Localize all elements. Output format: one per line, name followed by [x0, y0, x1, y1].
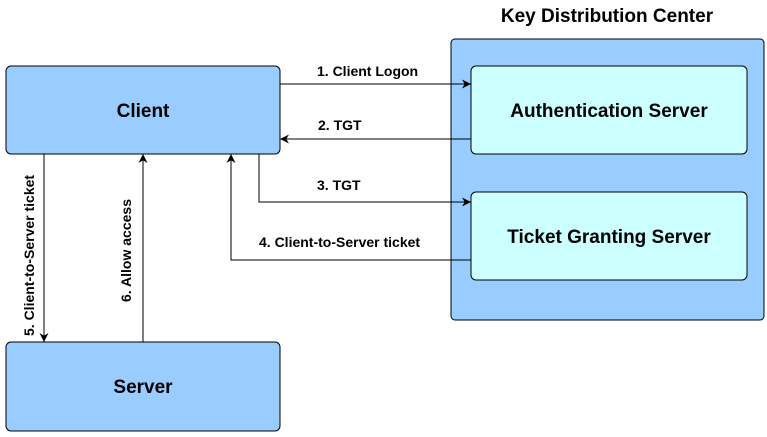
edge-tgt-to-tgs-label: 3. TGT — [317, 177, 361, 193]
edge-client-logon-label: 1. Client Logon — [317, 63, 418, 79]
edge-client-to-server-ticket-label: 4. Client-to-Server ticket — [259, 234, 420, 250]
ticket-granting-server-label: Ticket Granting Server — [507, 227, 711, 248]
ticket-granting-server-box[interactable] — [470, 191, 748, 281]
server-label: Server — [113, 377, 173, 398]
edge-ticket-to-server-label: 5. Client-to-Server ticket — [21, 175, 37, 336]
authentication-server-box[interactable] — [470, 65, 748, 155]
authentication-server-label: Authentication Server — [510, 101, 708, 122]
edge-client-to-server-ticket-arrow — [226, 154, 471, 261]
edge-tgt-to-client-label: 2. TGT — [318, 117, 362, 133]
kdc-title: Key Distribution Center — [501, 6, 714, 27]
edge-tgt-to-tgs-arrow — [258, 154, 471, 207]
edge-allow-access-label: 6. Allow access — [118, 199, 134, 302]
client-label: Client — [117, 101, 170, 122]
